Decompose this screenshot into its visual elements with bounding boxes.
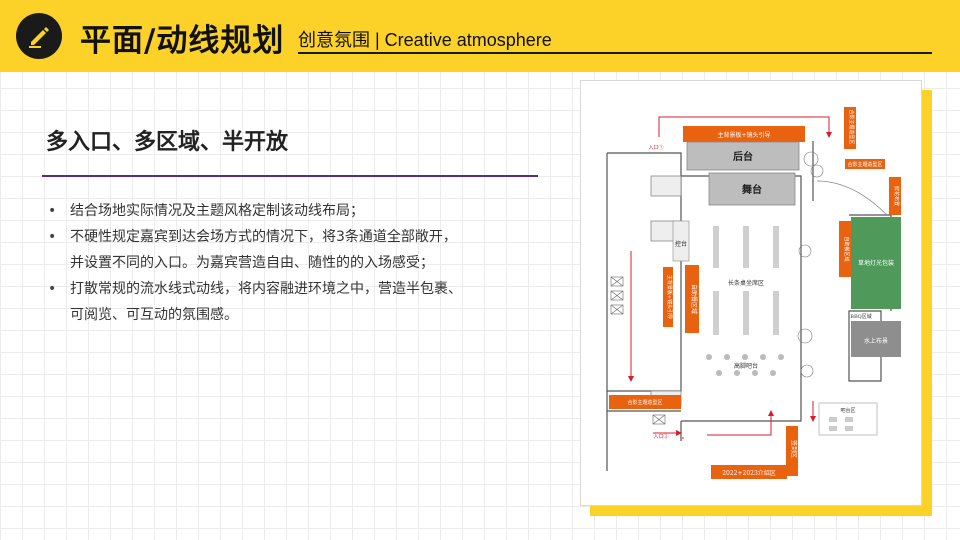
bar-area-label: 吧台区 — [840, 407, 855, 414]
backstage-label: 后台 — [733, 150, 753, 163]
flow-arrows — [628, 116, 832, 439]
section-title: 多入口、多区域、半开放 — [46, 130, 289, 155]
bullet-text: 并设置不同的入口。为嘉宾营造自由、随性的的入场感受； — [70, 255, 434, 271]
photo-wall-bottom-block — [609, 395, 681, 409]
corner-banner-block — [889, 177, 901, 215]
trees — [797, 151, 824, 378]
bbq-label: BBQ区域 — [850, 313, 871, 320]
self-help-block — [685, 265, 699, 333]
bar-label: 高脚吧台 — [734, 362, 758, 370]
entrance-1-label: 入口① — [648, 144, 663, 151]
signin-label: 签到区 — [790, 440, 798, 458]
self-help-label: 自助餐区域 — [690, 284, 698, 314]
page-subtitle: 创意氛围 | Creative atmosphere — [298, 30, 552, 50]
floorplan-drawing: 主背景板+镜头引导 后台 舞台 控台 主背景板+镜头引导 自助餐区域 长条桌坐席… — [606, 107, 901, 479]
bullet-item: • 不硬性规定嘉宾到达会场方式的情况下，将3条通道全部敞开， — [46, 224, 546, 250]
main-banner-block — [683, 126, 805, 142]
console-label: 控台 — [675, 240, 687, 248]
bullet-item: • 打散常规的流水线式动线，将内容融进环境之中，营造半包裹、 — [46, 276, 546, 302]
bar-area-seats — [829, 417, 853, 431]
water-label: 水上布景 — [864, 337, 888, 345]
gallery-label: 2022+2023介绍区 — [722, 469, 776, 477]
bar-stools — [706, 354, 784, 376]
console-block — [672, 220, 690, 262]
self-help-right-label: 自助餐区域 — [843, 236, 850, 261]
section-divider — [42, 175, 538, 177]
corner-banner-label: 鲜花布置 — [893, 186, 900, 206]
pen-edit-icon — [29, 27, 49, 48]
bullet-text: 可阅览、可互动的氛围感。 — [70, 307, 238, 323]
photo-wall-small-block — [845, 159, 885, 169]
logo-badge — [16, 13, 62, 59]
bullet-marker: • — [48, 229, 57, 245]
photo-wall-bottom-label: 合影主题造型区 — [627, 399, 662, 406]
bullet-text: 不硬性规定嘉宾到达会场方式的情况下，将3条通道全部敞开， — [70, 229, 457, 245]
bullet-text: 结合场地实际情况及主题风格定制该动线布局； — [70, 203, 364, 219]
gallery-block — [711, 465, 787, 479]
side-banner-label: 主背景板+镜头引导 — [666, 275, 673, 319]
entrance-2-label: 入口② — [653, 433, 668, 440]
photo-wall-small-label: 合影主题造型区 — [847, 161, 882, 168]
stage-block — [708, 172, 796, 206]
backstage-block — [686, 141, 800, 171]
main-banner-label: 主背景板+镜头引导 — [717, 131, 770, 139]
bullet-marker: • — [48, 203, 57, 219]
signin-block — [786, 426, 798, 476]
stage-label: 舞台 — [742, 183, 762, 196]
floorplan-card: 主背景板+镜头引导 后台 舞台 控台 主背景板+镜头引导 自助餐区域 长条桌坐席… — [580, 80, 922, 506]
self-help-right-block — [839, 221, 851, 277]
entrance-markers — [610, 276, 666, 425]
bullet-list: • 结合场地实际情况及主题风格定制该动线布局； • 不硬性规定嘉宾到达会场方式的情况… — [46, 198, 546, 328]
header-divider — [298, 52, 932, 54]
bullet-item: • 结合场地实际情况及主题风格定制该动线布局； — [46, 198, 546, 224]
bullet-item-continued: 并设置不同的入口。为嘉宾营造自由、随性的的入场感受； — [46, 250, 546, 276]
curve-path — [816, 180, 888, 216]
bullet-item-continued: 可阅览、可互动的氛围感。 — [46, 302, 546, 328]
long-tables — [713, 226, 779, 335]
water-block — [851, 321, 901, 357]
photo-wall-top-label: 合影主题造型区 — [848, 109, 855, 144]
header-bar: 平面/动线规划 创意氛围 | Creative atmosphere — [0, 0, 960, 72]
lawn-label: 草地灯光包装 — [858, 259, 894, 267]
bullet-text: 打散常规的流水线式动线，将内容融进环境之中，营造半包裹、 — [70, 281, 462, 297]
side-banner-block — [663, 267, 673, 327]
photo-wall-top-block — [844, 107, 856, 149]
bullet-marker: • — [48, 281, 57, 297]
page-title: 平面/动线规划 — [80, 23, 285, 59]
lawn-block — [851, 217, 901, 309]
long-table-label: 长条桌坐席区 — [728, 279, 764, 287]
